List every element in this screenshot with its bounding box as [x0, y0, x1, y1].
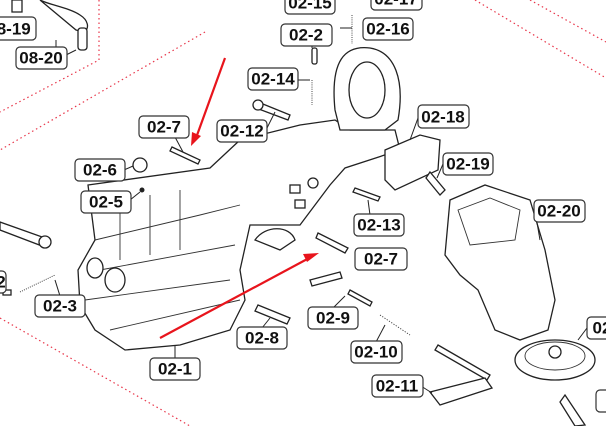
svg-text:02-19: 02-19: [446, 155, 489, 174]
label-02-12: 02-12: [216, 119, 268, 143]
svg-text:02-10: 02-10: [354, 343, 397, 362]
svg-text:02-14: 02-14: [251, 70, 295, 89]
svg-text:02-2: 02-2: [289, 26, 323, 45]
label-02-10: 02-10: [350, 340, 403, 364]
receiver-extension-ring: [333, 47, 401, 131]
svg-text:02-7: 02-7: [147, 118, 181, 137]
pistol-grip-part: [444, 184, 556, 341]
label-02-15: 02-15: [284, 0, 336, 15]
label-02-8: 02-8: [236, 326, 288, 350]
end-plate-part: [514, 339, 596, 381]
svg-text:02-16: 02-16: [366, 20, 409, 39]
label-02-16: 02-16: [362, 17, 414, 41]
selector-lever-part: [11, 0, 89, 51]
label-02-14: 02-14: [247, 67, 299, 91]
svg-text:02-5: 02-5: [89, 193, 123, 212]
label-02-2: 02-2: [280, 23, 333, 47]
label-08-19: 08-19: [0, 16, 37, 41]
label-cut-bottom-right: [595, 389, 606, 413]
trigger-guard-part: [384, 134, 446, 196]
label-02-18: 02-18: [417, 104, 470, 129]
svg-text:02-8: 02-8: [245, 329, 279, 348]
label-02-13: 02-13: [353, 213, 405, 237]
svg-text:02-18: 02-18: [421, 108, 464, 127]
svg-text:02-20: 02-20: [537, 202, 580, 221]
svg-text:02-6: 02-6: [83, 161, 117, 180]
label-02-cut-right: 02: [586, 316, 606, 340]
svg-text:02-11: 02-11: [376, 377, 419, 396]
label-02-3: 02-3: [34, 294, 86, 318]
svg-text:02: 02: [593, 319, 606, 338]
svg-text:02-13: 02-13: [357, 216, 400, 235]
red-arrows: [159, 57, 319, 339]
label-02-7-upper: 02-7: [138, 115, 190, 139]
svg-text:02-17: 02-17: [374, 0, 417, 9]
label-02-11: 02-11: [371, 374, 424, 398]
label-02-17: 02-17: [370, 0, 423, 11]
svg-text:08-20: 08-20: [19, 49, 62, 68]
lower-receiver-part: [77, 119, 401, 351]
label-cut-left: 2: [0, 270, 7, 294]
label-02-9: 02-9: [307, 306, 359, 330]
label-02-6: 02-6: [74, 158, 126, 182]
label-02-1: 02-1: [149, 357, 201, 381]
svg-text:02-1: 02-1: [158, 360, 192, 379]
small-parts: [0, 15, 587, 426]
svg-text:02-9: 02-9: [316, 309, 350, 328]
svg-text:08-19: 08-19: [0, 20, 31, 39]
label-02-7-lower: 02-7: [354, 247, 408, 271]
svg-text:02-15: 02-15: [288, 0, 331, 13]
svg-text:2: 2: [0, 273, 6, 292]
label-08-20: 08-20: [15, 46, 68, 70]
label-02-20: 02-20: [533, 199, 586, 223]
svg-text:02-12: 02-12: [220, 122, 263, 141]
svg-text:02-7: 02-7: [364, 250, 398, 269]
label-02-19: 02-19: [442, 152, 494, 176]
label-02-5: 02-5: [80, 190, 132, 214]
svg-text:02-3: 02-3: [43, 297, 77, 316]
